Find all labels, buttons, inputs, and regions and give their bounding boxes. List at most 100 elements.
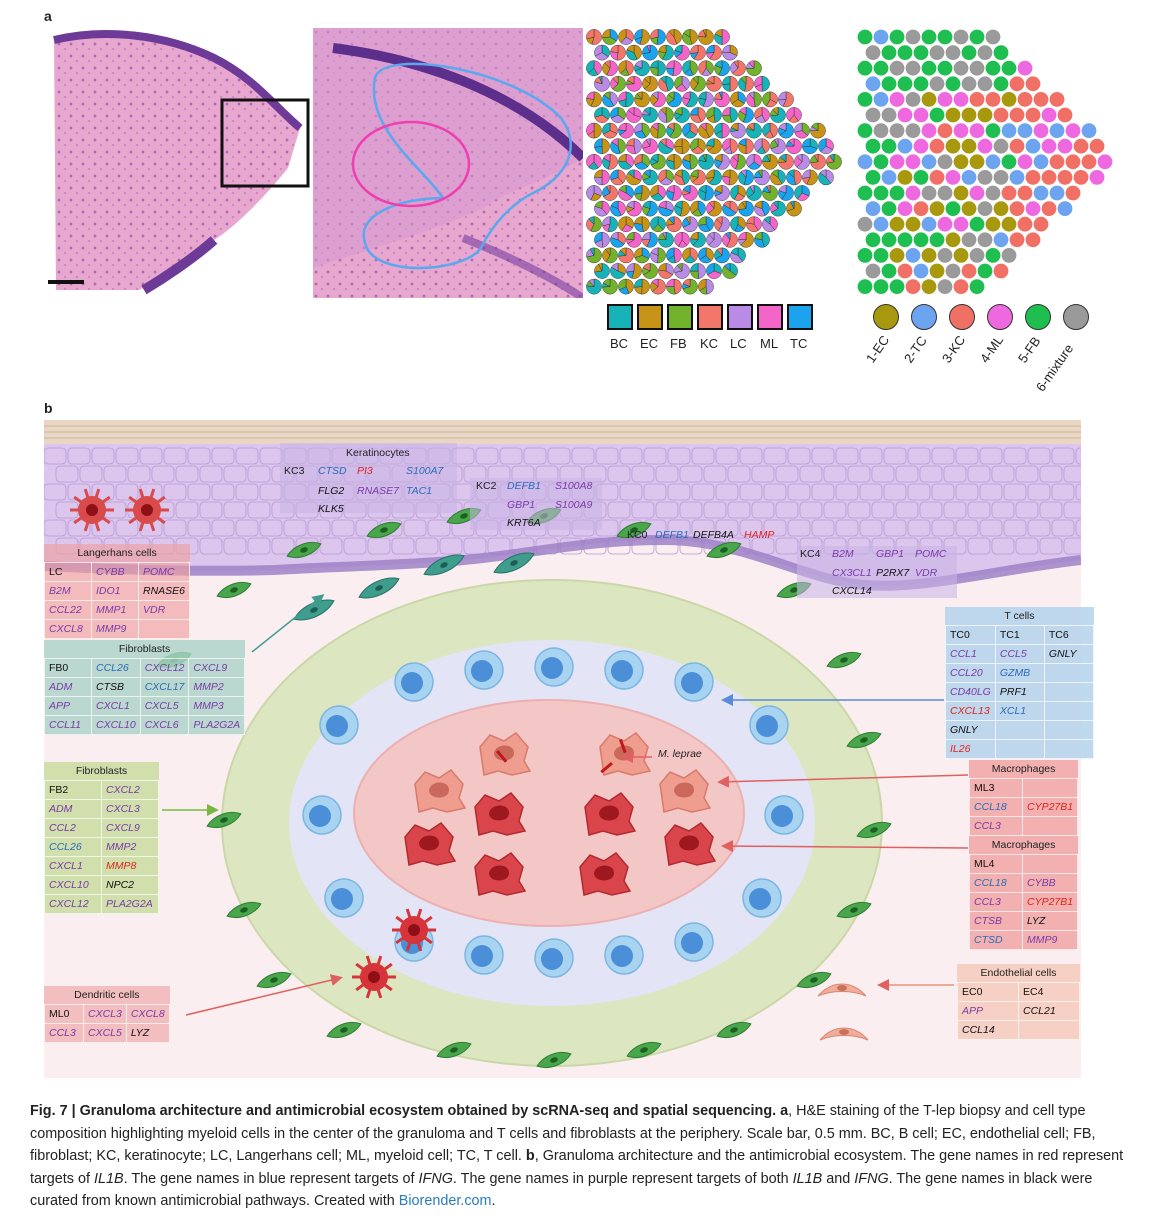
fibroblast-cell: [616, 522, 652, 538]
gene-ec0: EC0: [957, 982, 1019, 1002]
gene-cxcl9: CXCL9: [101, 818, 159, 838]
gene-mmp3: MMP3: [188, 696, 246, 716]
gene-cxcl10: CXCL10: [44, 875, 102, 895]
teal-fibroblast-cell: [358, 577, 400, 599]
gene-fb0: FB0: [44, 658, 92, 678]
t-cell: [464, 650, 504, 690]
t-cell: [674, 662, 714, 702]
gene-tac1: TAC1: [406, 485, 433, 497]
t-cell: [749, 705, 789, 745]
t-cell: [394, 662, 434, 702]
empty-cell: [1018, 1020, 1080, 1040]
t-cell: [324, 878, 364, 918]
gene-mmp9: MMP9: [1021, 930, 1079, 950]
gene-mmp9: MMP9: [91, 619, 139, 639]
dendritic-cell: [392, 908, 436, 952]
gene-cxcl17: CXCL17: [139, 677, 190, 697]
gene-cxcl8: CXCL8: [125, 1004, 170, 1024]
gene-ctsd: CTSD: [969, 930, 1023, 950]
caption-b-text2: . The gene names in blue represent targe…: [123, 1170, 419, 1187]
gene-ccl5: CCL5: [994, 644, 1045, 664]
fibroblast-cell: [856, 822, 892, 838]
gene-tc0: TC0: [945, 625, 996, 645]
kc3-label: KC3: [284, 465, 305, 477]
t-cell: [534, 938, 574, 978]
legend-label-fb: FB: [670, 336, 687, 351]
panel-b-label: b: [44, 400, 53, 416]
legend-swatch-bc: [607, 304, 633, 330]
t-cell: [764, 795, 804, 835]
fibroblast-cell: [436, 1042, 472, 1058]
fibroblast-cell: [256, 972, 292, 988]
gene-ctsd: CTSD: [318, 465, 347, 477]
legend-swatch-fb: [667, 304, 693, 330]
gene-cxcl3: CXCL3: [83, 1004, 127, 1024]
t-cell: [674, 922, 714, 962]
langerhans-table-title: Langerhans cells: [77, 547, 157, 559]
gene-npc2: NPC2: [101, 875, 159, 895]
gene-mmp2: MMP2: [101, 837, 159, 857]
kc2-label: KC2: [476, 480, 497, 492]
gene-s100a9: S100A9: [555, 499, 593, 511]
fibroblasts-fb2-table-title: Fibroblasts: [75, 765, 128, 777]
gene-cxcl9: CXCL9: [188, 658, 246, 678]
empty-cell: [1043, 720, 1094, 740]
gene-ccl20: CCL20: [945, 663, 996, 683]
gene-defb1: DEFB1: [655, 529, 689, 541]
gene-ml4: ML4: [969, 854, 1023, 874]
gene-cxcl1: CXCL1: [44, 856, 102, 876]
gene-lyz: LYZ: [125, 1023, 170, 1043]
gene-cx3cl1: CX3CL1: [832, 567, 872, 579]
legend-swatch-lc: [727, 304, 753, 330]
cluster-swatch-2: [911, 304, 937, 330]
gene-mmp2: MMP2: [188, 677, 246, 697]
gene-tc1: TC1: [994, 625, 1045, 645]
empty-cell: [1021, 816, 1079, 836]
legend-label-ml: ML: [760, 336, 779, 351]
fibroblast-cell: [206, 812, 242, 828]
gene-ccl26: CCL26: [91, 658, 141, 678]
fibroblast-cell: [216, 582, 252, 598]
gene-il26: IL26: [945, 739, 996, 759]
cluster-label-4: 4-ML: [976, 332, 1007, 366]
legend-swatch-tc: [787, 304, 813, 330]
fibroblast-cell: [536, 1052, 572, 1068]
caption-b-text4: . The gene names in black were curated f…: [30, 1170, 1093, 1210]
fibroblast-cell: [706, 542, 742, 558]
fibroblasts-fb0-table-title: Fibroblasts: [118, 643, 171, 655]
he-stain-image: [48, 30, 310, 295]
caption-b-text1: , Granuloma architecture and the antimic…: [30, 1148, 1124, 1187]
gene-mmp8: MMP8: [101, 856, 159, 876]
gene-klk5: KLK5: [318, 503, 344, 515]
fibroblast-cell: [626, 1042, 662, 1058]
macrophage-cell: [659, 769, 712, 813]
gene-gzmb: GZMB: [994, 663, 1045, 683]
gene-hamp: HAMP: [744, 529, 775, 541]
gene-flg2: FLG2: [318, 485, 345, 497]
fibroblast-cell: [716, 1022, 752, 1038]
gene-cxcl2: CXCL2: [101, 780, 159, 800]
t-cell: [604, 650, 644, 690]
t-cell: [302, 795, 342, 835]
kc4-box: [797, 546, 957, 598]
gene-gnly: GNLY: [1043, 644, 1094, 664]
biorender-link[interactable]: Biorender.com: [398, 1193, 492, 1210]
gene-defb4a: DEFB4A: [693, 529, 734, 541]
gene-ml0: ML0: [44, 1004, 84, 1024]
gene-pla2g2a: PLA2G2A: [101, 894, 159, 914]
t-cell: [534, 647, 574, 687]
empty-cell: [994, 739, 1045, 759]
macrophage-cell: [479, 732, 532, 776]
tcells-table-title: T cells: [1004, 610, 1035, 622]
langerhans-cell: [70, 488, 114, 532]
gene-tc6: TC6: [1043, 625, 1094, 645]
cluster-swatch-4: [987, 304, 1013, 330]
gene-cxcl3: CXCL3: [101, 799, 159, 819]
legend-swatch-ml: [757, 304, 783, 330]
gene-lyz: LYZ: [1021, 911, 1079, 931]
gene-adm: ADM: [44, 677, 92, 697]
fibroblast-cell: [846, 732, 882, 748]
empty-cell: [1021, 854, 1079, 874]
cluster-swatch-6: [1063, 304, 1089, 330]
macrophage-cell: [474, 852, 527, 896]
